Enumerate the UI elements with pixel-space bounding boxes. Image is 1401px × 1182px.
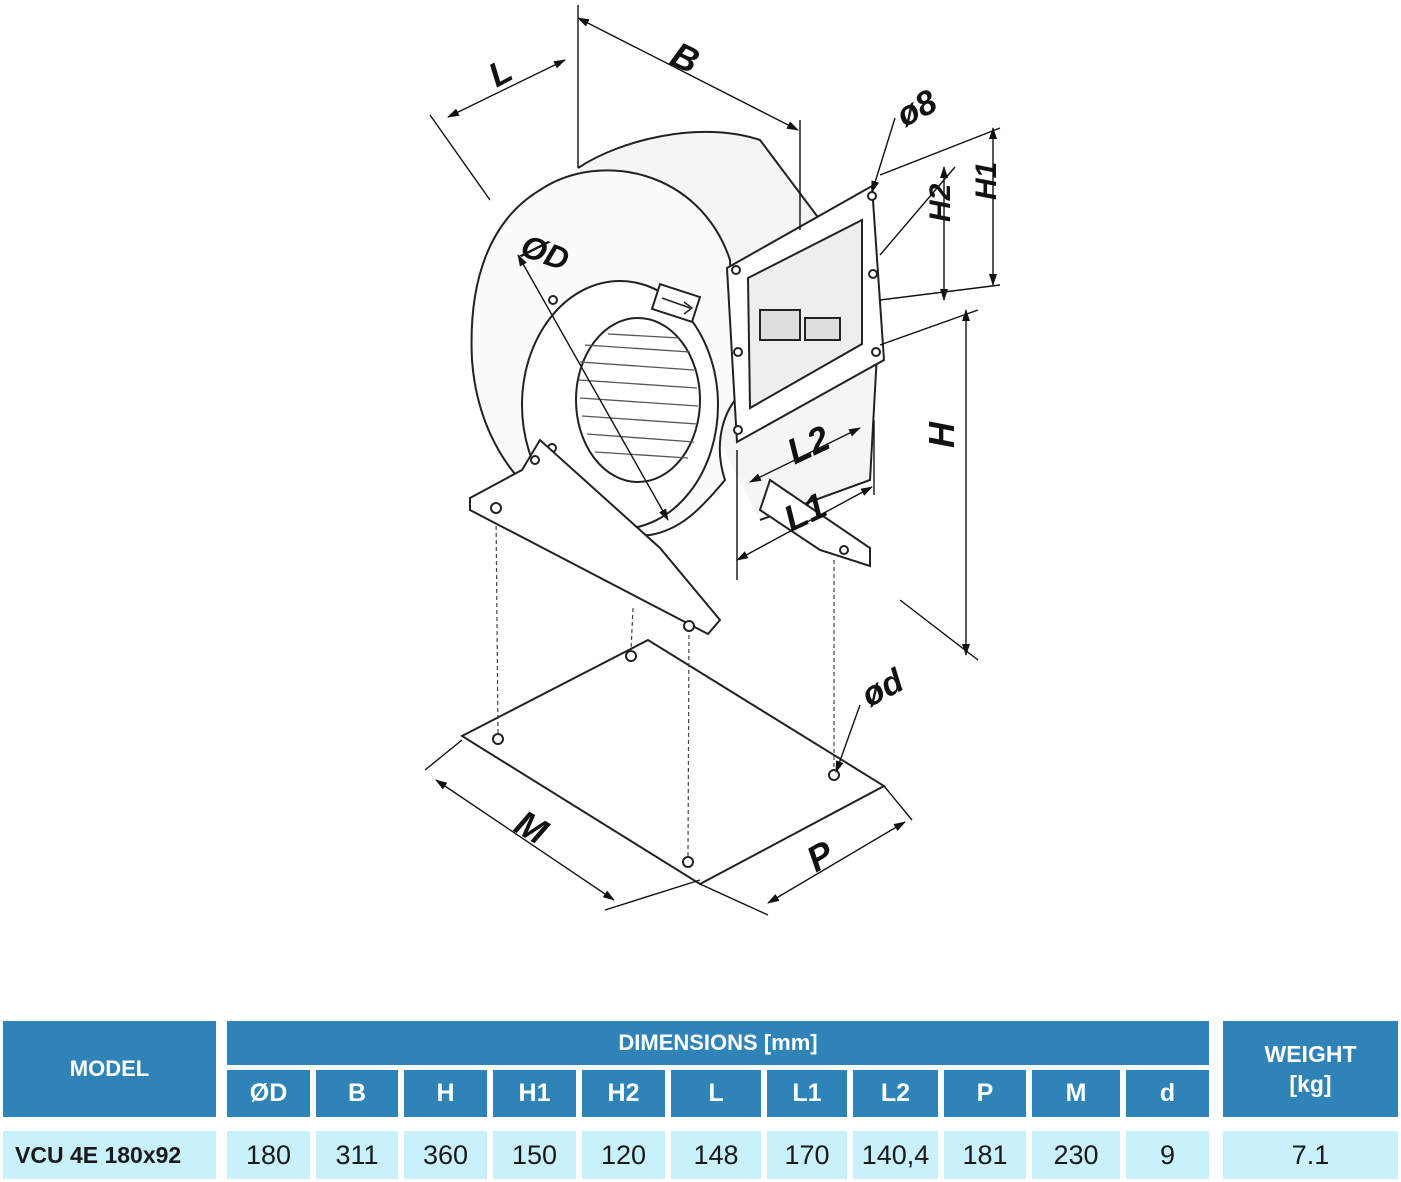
weight-header-label: WEIGHT (1264, 1041, 1357, 1067)
weight-value: 7.1 (1223, 1131, 1398, 1179)
column-header-d: d (1126, 1070, 1209, 1117)
column-header-L1: L1 (767, 1070, 847, 1117)
label-d: ød (855, 661, 911, 715)
value-d: 9 (1126, 1131, 1209, 1179)
projection-lines (495, 511, 835, 858)
column-header-L2: L2 (853, 1070, 938, 1117)
weight-header: WEIGHT [kg] (1223, 1021, 1398, 1117)
label-B: B (665, 33, 706, 81)
value-B: 311 (316, 1131, 398, 1179)
label-H2: H2 (924, 183, 957, 222)
column-header-B: B (316, 1070, 398, 1117)
value-L: 148 (671, 1131, 761, 1179)
column-header-P: P (944, 1070, 1026, 1117)
column-header-H2: H2 (582, 1070, 665, 1117)
label-hole-8: ø8 (890, 82, 943, 134)
value-L1: 170 (767, 1131, 847, 1179)
value-M: 230 (1032, 1131, 1120, 1179)
value-D: 180 (227, 1131, 310, 1179)
column-header-M: M (1032, 1070, 1120, 1117)
column-header-H1: H1 (493, 1070, 576, 1117)
column-header-L: L (671, 1070, 761, 1117)
label-L: L (482, 52, 518, 95)
value-H: 360 (404, 1131, 487, 1179)
dimensions-header: DIMENSIONS [mm] (227, 1021, 1209, 1065)
value-L2: 140,4 (853, 1131, 938, 1179)
label-H1: H1 (970, 162, 1003, 200)
value-H1: 150 (493, 1131, 576, 1179)
label-P: P (799, 832, 841, 880)
value-P: 181 (944, 1131, 1026, 1179)
model-value: VCU 4E 180x92 (3, 1131, 216, 1179)
fan-technical-drawing: L B ØD ø8 H2 H1 H L2 L1 ød M P (424, 5, 1003, 916)
label-M: M (508, 802, 555, 853)
model-header: MODEL (3, 1021, 216, 1117)
weight-header-unit: [kg] (1289, 1071, 1332, 1097)
value-H2: 120 (582, 1131, 665, 1179)
fan-body (469, 130, 886, 636)
label-H: H (921, 421, 962, 448)
dimension-lines (424, 5, 1001, 916)
column-header-H: H (404, 1070, 487, 1117)
column-header-D: ØD (227, 1070, 310, 1117)
